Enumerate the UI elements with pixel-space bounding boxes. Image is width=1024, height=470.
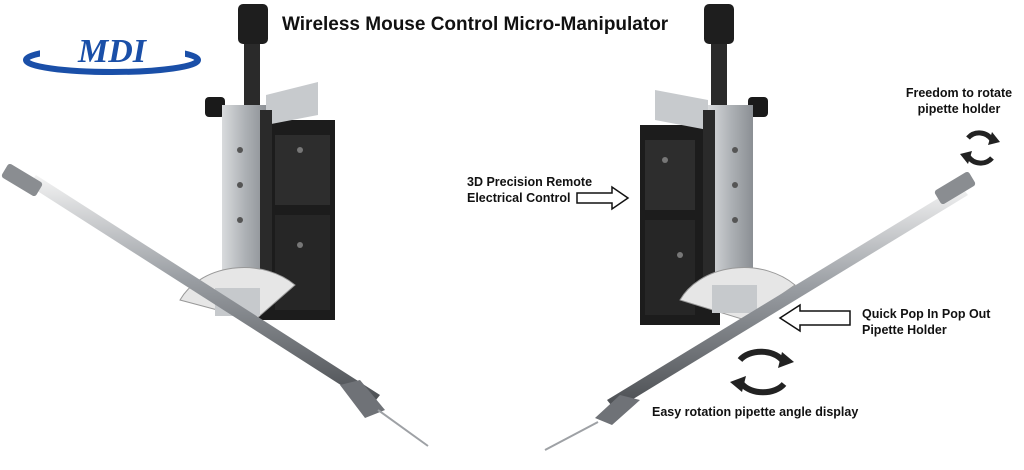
pipette-rod bbox=[28, 175, 380, 405]
quickpop-callout: Quick Pop In Pop Out Pipette Holder bbox=[862, 306, 990, 338]
top-knob bbox=[238, 4, 268, 44]
precision-callout: 3D Precision Remote Electrical Control bbox=[467, 174, 592, 206]
pipette-rod-right bbox=[607, 185, 968, 410]
quickpop-line2: Pipette Holder bbox=[862, 323, 947, 337]
freedom-line2: pipette holder bbox=[917, 102, 1001, 116]
precision-line2: Electrical Control bbox=[467, 191, 571, 205]
rotation-callout: Easy rotation pipette angle display bbox=[652, 405, 859, 419]
page-title: Wireless Mouse Control Micro-Manipulator bbox=[282, 14, 669, 35]
top-knob-right bbox=[704, 4, 734, 44]
side-knob bbox=[205, 97, 225, 117]
quickpop-line1: Quick Pop In Pop Out bbox=[862, 307, 991, 321]
quickpop-arrow bbox=[778, 303, 851, 333]
mdi-logo: MDI bbox=[23, 33, 201, 75]
svg-text:MDI: MDI bbox=[77, 33, 148, 70]
rotate-icon bbox=[960, 130, 1000, 166]
freedom-line1: Freedom to rotate bbox=[905, 86, 1013, 100]
left-manipulator bbox=[1, 4, 429, 447]
rotate-icon-large bbox=[730, 348, 794, 396]
precision-arrow bbox=[576, 185, 630, 211]
right-manipulator bbox=[544, 4, 976, 451]
precision-line1: 3D Precision Remote bbox=[467, 175, 593, 189]
freedom-callout: Freedom to rotate pipette holder bbox=[903, 85, 1015, 117]
